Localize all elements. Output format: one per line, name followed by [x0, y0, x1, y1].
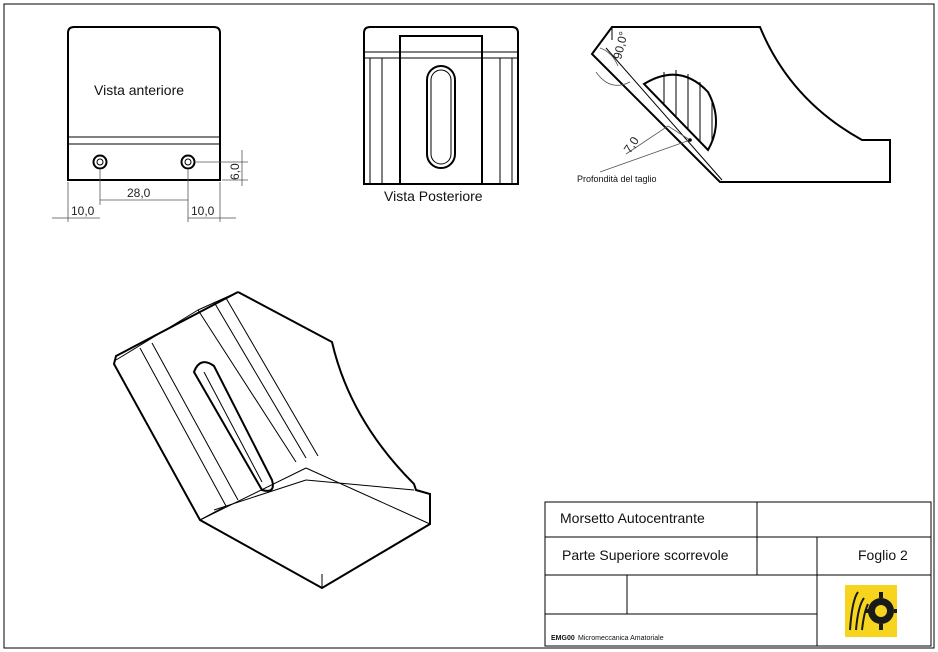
hole-left	[92, 154, 108, 170]
sheet-number: Foglio 2	[858, 547, 908, 563]
part-name: Parte Superiore scorrevole	[562, 547, 729, 563]
isometric-view	[112, 291, 431, 590]
sheet-border	[3, 3, 935, 649]
logo-icon	[845, 585, 897, 637]
title-block: Morsetto Autocentrante Parte Superiore s…	[544, 501, 932, 647]
iso-slot	[192, 361, 274, 492]
dim-right-offset: 10,0	[191, 204, 215, 218]
drawing-title: Morsetto Autocentrante	[560, 510, 705, 526]
dim-left-offset: 10,0	[71, 204, 95, 218]
section-view: 90,0° 7,0 Profondità del taglio	[577, 26, 891, 184]
footer-text: Micromeccanica Amatoriale	[578, 635, 664, 642]
callout-cut-depth: Profondità del taglio	[577, 174, 657, 184]
rear-view-label: Vista Posteriore	[384, 188, 483, 204]
hole-right	[180, 154, 196, 170]
dim-hole-spacing: 28,0	[127, 186, 151, 200]
rear-slot	[426, 65, 456, 169]
dim-height: 6,0	[228, 163, 242, 180]
rear-view: Vista Posteriore	[363, 26, 519, 204]
footer-brand: EMG00	[551, 635, 575, 642]
section-hatch	[663, 70, 713, 142]
front-view-label: Vista anteriore	[94, 82, 184, 98]
front-view: Vista anteriore 28,0 10,0 10,0 6,0	[52, 26, 248, 222]
dim-cut-depth: 7,0	[621, 134, 642, 156]
dim-angle: 90,0°	[610, 30, 630, 61]
